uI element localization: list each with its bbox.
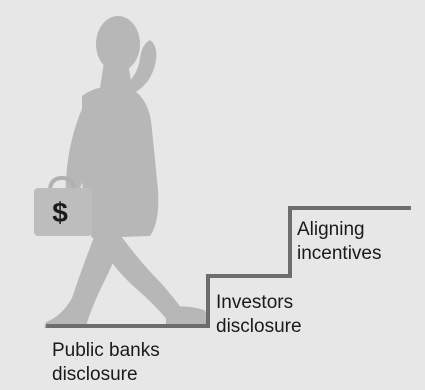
briefcase-icon: $ (34, 175, 92, 236)
step-label-line: disclosure (52, 364, 138, 385)
step-label-investors: Investors disclosure (216, 291, 302, 339)
step-label-line: incentives (297, 243, 382, 264)
step-label-line: disclosure (216, 316, 302, 337)
step-label-aligning-incentives: Aligning incentives (297, 218, 382, 266)
walking-person-icon (44, 16, 209, 328)
step-label-line: Aligning (297, 219, 365, 240)
step-label-line: Investors (216, 292, 294, 313)
step-label-line: Public banks (52, 340, 160, 361)
dollar-symbol: $ (52, 197, 68, 228)
step-label-public-banks: Public banks disclosure (52, 339, 160, 387)
stairs-line (46, 206, 411, 328)
